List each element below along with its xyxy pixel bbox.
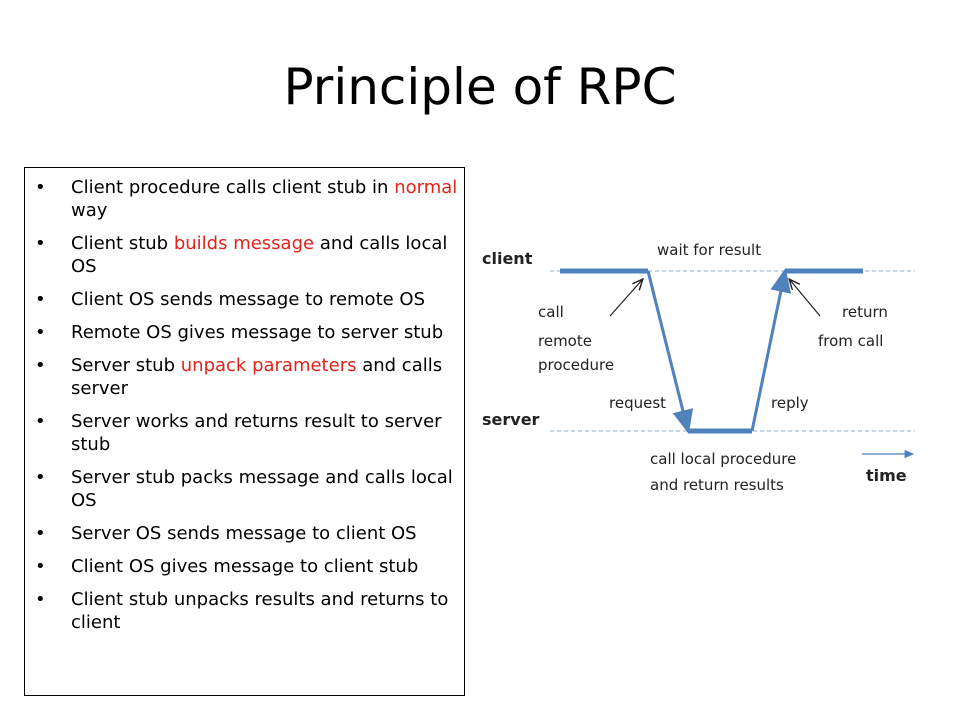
rpc-timeline-diagram: client server wait for result call remot… [470, 220, 930, 520]
bullet-item: Client OS sends message to remote OS [35, 288, 460, 311]
bullet-box: Client procedure calls client stub in no… [24, 167, 465, 696]
call-label: call [538, 303, 564, 321]
bullet-text: way [71, 200, 108, 221]
return-pointer-arrow [790, 280, 821, 317]
bullet-item: Client OS gives message to client stub [35, 555, 460, 578]
highlighted-text: builds message [173, 233, 315, 254]
request-label: request [609, 394, 667, 412]
reply-arrow [750, 268, 792, 432]
bullet-item: Client stub builds message and calls loc… [35, 232, 460, 278]
wait-for-result-label: wait for result [657, 241, 762, 259]
bullet-text: and calls server [71, 355, 443, 399]
slide-title: Principle of RPC [283, 58, 677, 116]
highlighted-text: normal [394, 177, 458, 198]
bullet-text: Server stub [71, 355, 181, 376]
bullet-list: Client procedure calls client stub in no… [35, 176, 460, 644]
server-label: server [482, 410, 540, 429]
bullet-text: Client OS gives message to client stub [71, 556, 419, 577]
bullet-text: Server stub packs message and calls loca… [71, 467, 453, 511]
from-call-label: from call [818, 332, 884, 350]
bullet-text: and calls local OS [71, 233, 448, 277]
bullet-text: Server works and returns result to serve… [71, 411, 442, 455]
request-arrow [646, 270, 694, 434]
bullet-text: Remote OS gives message to server stub [71, 322, 444, 343]
procedure-label: procedure [538, 356, 615, 374]
highlighted-text: unpack parameters [180, 355, 357, 376]
bullet-item: Server stub packs message and calls loca… [35, 466, 460, 512]
return-results-label: and return results [650, 476, 784, 494]
client-label: client [482, 249, 533, 268]
bullet-item: Server stub unpack parameters and calls … [35, 354, 460, 400]
bullet-item: Server works and returns result to serve… [35, 410, 460, 456]
remote-label: remote [538, 332, 592, 350]
bullet-item: Client stub unpacks results and returns … [35, 588, 460, 634]
bullet-item: Remote OS gives message to server stub [35, 321, 460, 344]
time-label: time [866, 466, 907, 485]
call-pointer-arrow [609, 280, 642, 317]
call-local-procedure-label: call local procedure [650, 450, 797, 468]
return-label: return [842, 303, 888, 321]
bullet-text: Server OS sends message to client OS [71, 523, 417, 544]
reply-label: reply [771, 394, 809, 412]
bullet-item: Client procedure calls client stub in no… [35, 176, 460, 222]
bullet-text: Client stub [71, 233, 174, 254]
bullet-item: Server OS sends message to client OS [35, 522, 460, 545]
bullet-text: Client stub unpacks results and returns … [71, 589, 449, 633]
timeline-svg [550, 268, 915, 459]
bullet-text: Client procedure calls client stub in [71, 177, 395, 198]
bullet-text: Client OS sends message to remote OS [71, 289, 426, 310]
